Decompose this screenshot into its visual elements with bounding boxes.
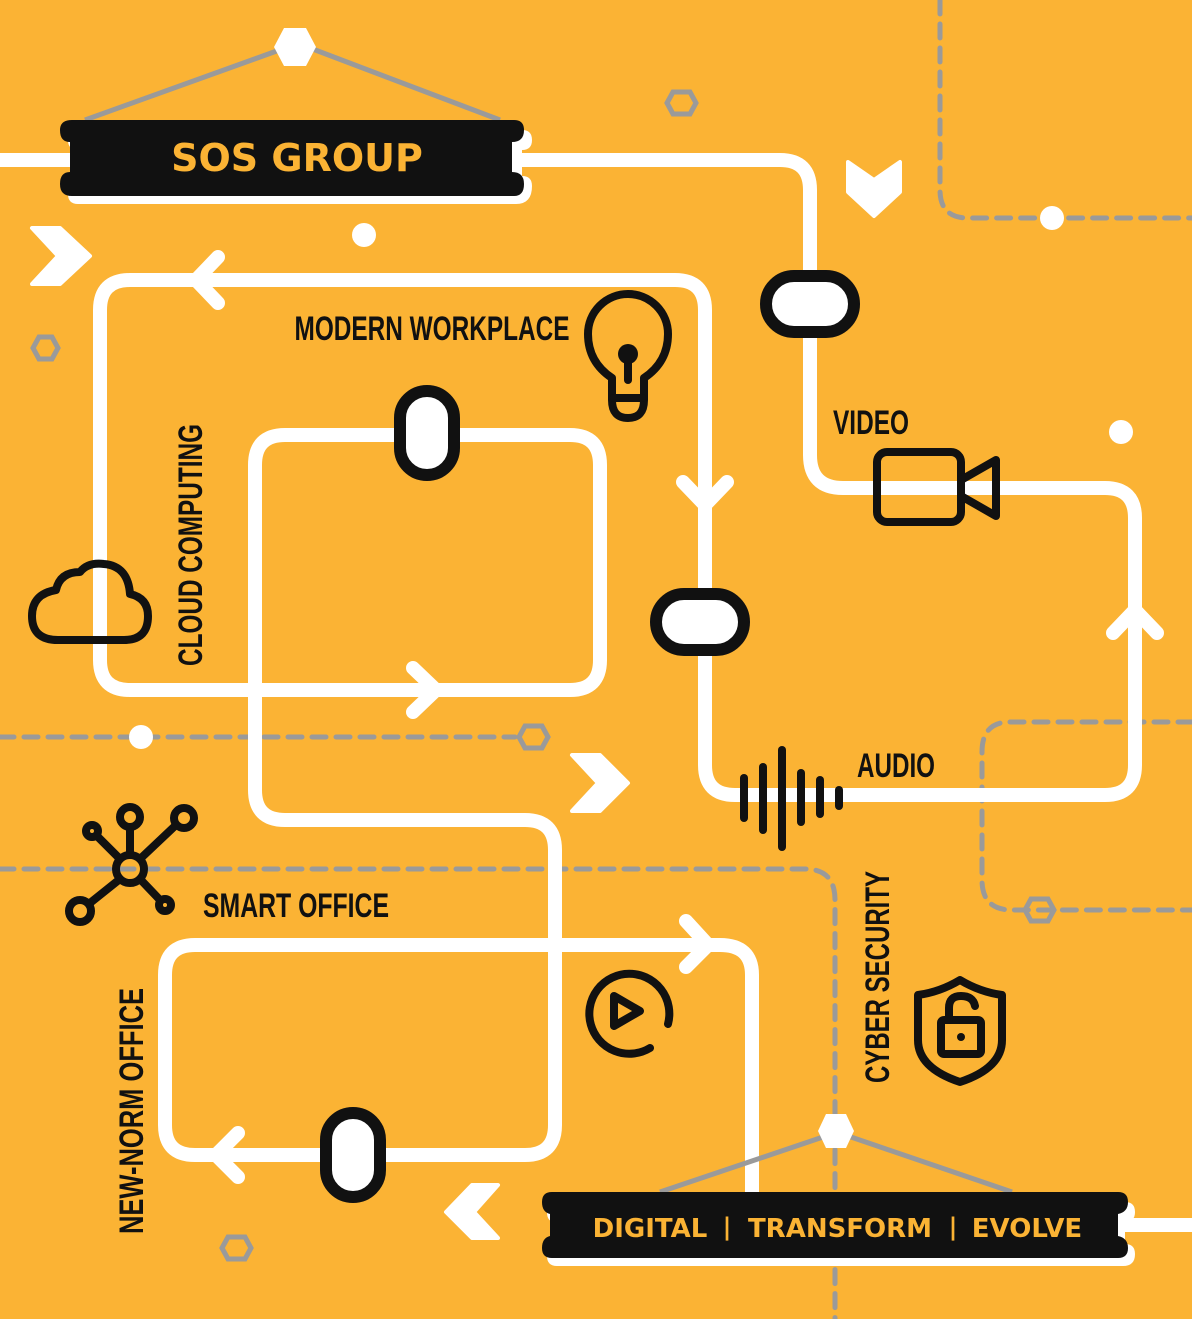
hexagon-icon <box>219 1234 254 1262</box>
hexagon-icon <box>274 28 316 66</box>
network-hub-icon <box>65 803 198 926</box>
hexagon-icon <box>818 1114 854 1148</box>
label-audio: AUDIO <box>857 747 935 785</box>
label-new-norm-office: NEW-NORM OFFICE <box>113 988 151 1234</box>
chevron-right-icon <box>570 753 630 813</box>
station-center <box>650 588 750 656</box>
lightbulb-icon <box>584 290 672 422</box>
bottom-banner-item-digital: DIGITAL <box>593 1214 708 1244</box>
chevron-right-icon <box>30 226 92 286</box>
bottom-banner-separator: | <box>723 1213 732 1241</box>
decorations <box>30 89 1133 1262</box>
label-smart-office: SMART OFFICE <box>203 887 389 925</box>
stations <box>320 270 860 1203</box>
track-arrows <box>189 250 1164 1184</box>
top-banner-title: SOS GROUP <box>171 136 423 180</box>
station-new-norm <box>320 1107 386 1203</box>
chevron-down-icon <box>846 160 902 218</box>
bottom-banner-separator: | <box>949 1213 958 1241</box>
video-camera-icon <box>873 448 1000 526</box>
label-modern-workplace: MODERN WORKPLACE <box>295 310 570 348</box>
label-video: VIDEO <box>833 404 909 442</box>
shield-unlock-icon <box>914 976 1006 1086</box>
topic-labels: MODERN WORKPLACE CLOUD COMPUTING VIDEO A… <box>113 310 935 1234</box>
top-banner: SOS GROUP <box>60 28 532 204</box>
cloud-icon <box>28 559 152 644</box>
station-top-right <box>760 270 860 338</box>
hexagon-icon <box>516 723 551 751</box>
bottom-banner-item-evolve: EVOLVE <box>972 1214 1082 1244</box>
play-circle-icon <box>585 969 674 1058</box>
sound-wave-icon <box>740 746 843 851</box>
chevron-left-icon <box>444 1183 500 1240</box>
station-modern-workplace <box>394 385 460 481</box>
hexagon-icon <box>664 89 699 117</box>
hexagon-icon <box>30 334 61 362</box>
label-cloud-computing: CLOUD COMPUTING <box>172 424 210 666</box>
bottom-banner-item-transform: TRANSFORM <box>748 1214 932 1244</box>
bottom-banner: DIGITAL | TRANSFORM | EVOLVE <box>542 1114 1135 1266</box>
label-cyber-security: CYBER SECURITY <box>859 871 897 1083</box>
hexagon-icon <box>1022 896 1057 924</box>
